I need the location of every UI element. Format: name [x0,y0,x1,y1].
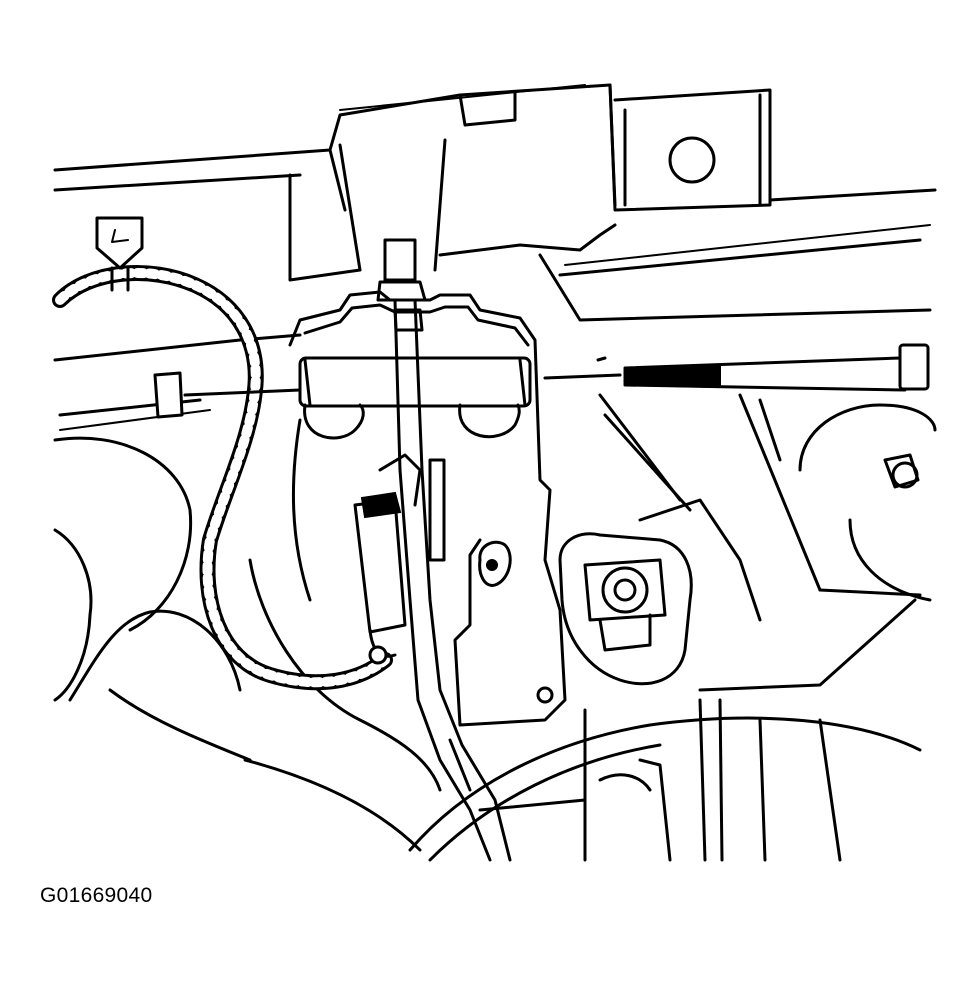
wiring-harness-icon [52,216,393,691]
door-panel-right [583,393,937,862]
door-frame-upper [53,83,937,322]
actuator-rod-icon [338,138,512,862]
figure-id-label: G01669040 [40,884,153,907]
latch-bolt-icon [543,343,930,392]
door-latch-assembly-icon [288,290,567,727]
actuator-motor [353,453,422,665]
lock-cylinder-icon [558,498,762,686]
fastener-nut [153,371,302,419]
door-panel-left [53,333,442,852]
lower-cable [408,716,922,862]
